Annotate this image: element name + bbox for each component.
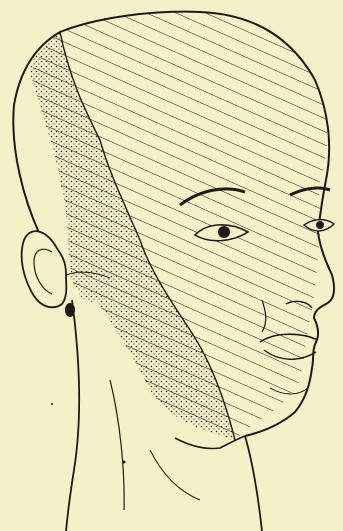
left-iris: [218, 226, 230, 238]
ear-lobe: [65, 303, 75, 317]
print-speck: [123, 461, 126, 464]
print-speck: [51, 403, 53, 405]
right-iris: [316, 221, 324, 229]
